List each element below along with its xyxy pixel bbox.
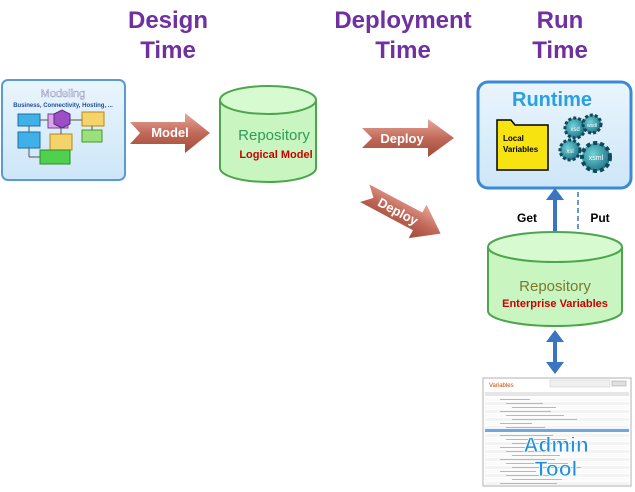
admin-tool-row xyxy=(485,398,629,402)
put-label: Put xyxy=(590,211,609,225)
design-time-line2: Time xyxy=(140,37,196,64)
repository-enterprise-title: Repository xyxy=(519,278,591,295)
admin-tool-rows xyxy=(485,398,629,486)
gear-label-xsd: xsd xyxy=(570,127,579,133)
admin-tool-row xyxy=(485,458,629,462)
admin-tool-row xyxy=(485,402,629,406)
admin-tool-row-text xyxy=(506,403,543,404)
run-time-line1: Run xyxy=(536,7,584,34)
admin-tool-row xyxy=(485,450,629,454)
deploy-arrow-top: Deploy xyxy=(362,119,454,157)
admin-tool-label-line2: Tool xyxy=(535,458,578,481)
admin-tool-row xyxy=(485,474,629,478)
model-arrow: Model xyxy=(130,113,210,153)
repository-enterprise-subtitle: Enterprise Variables xyxy=(502,298,608,310)
admin-tool-row-text xyxy=(506,463,568,464)
admin-tool-row-text xyxy=(506,451,547,452)
admin-link-arrow xyxy=(546,330,564,374)
runtime-title: Runtime xyxy=(512,89,592,111)
admin-tool-row xyxy=(485,470,629,474)
gear-label-xsml: xsml xyxy=(589,155,604,162)
runtime-box: Runtime Local Variables xsd wsdl xsl xsm… xyxy=(476,80,633,190)
design-time-heading: Design Time xyxy=(108,6,228,66)
admin-tool-row-text xyxy=(512,443,579,444)
admin-tool-row xyxy=(485,446,629,450)
get-label: Get xyxy=(517,211,537,225)
flowchart-icon xyxy=(17,109,105,165)
deployment-time-line2: Time xyxy=(375,37,431,64)
admin-tool-row-text xyxy=(500,399,530,400)
admin-tool-label-line1: Admin xyxy=(523,434,588,457)
admin-tool-window: Variables Admin Tool xyxy=(482,377,632,487)
admin-tool-row-text xyxy=(500,459,555,460)
admin-tool-row-text xyxy=(500,423,532,424)
design-time-line1: Design xyxy=(127,7,208,34)
get-arrow: Get xyxy=(517,188,564,238)
admin-tool-window-title: Variables xyxy=(489,383,514,389)
deploy-arrow-top-shape xyxy=(362,119,454,157)
admin-tool-row-text xyxy=(500,483,557,484)
deploy-arrow-bottom: Deploy xyxy=(359,184,441,239)
run-time-line2: Time xyxy=(532,37,588,64)
admin-tool-row-text xyxy=(500,471,536,472)
admin-tool-row-text xyxy=(512,407,556,408)
admin-tool-row-text xyxy=(500,447,534,448)
admin-tool-row-text xyxy=(506,475,549,476)
repository-enterprise-cylinder: Repository Enterprise Variables xyxy=(487,231,623,327)
deploy-arrow-top-label: Deploy xyxy=(380,131,424,146)
modeling-box: Modeling Business, Connectivity, Hosting… xyxy=(1,79,126,181)
admin-tool-row-text xyxy=(506,415,564,416)
deployment-time-heading: Deployment Time xyxy=(318,6,488,66)
modeling-subtitle: Business, Connectivity, Hosting, ... xyxy=(13,103,113,109)
admin-tool-row-text xyxy=(512,455,560,456)
gear-icon-xsl: xsl xyxy=(558,138,582,162)
admin-tool-row-text xyxy=(506,439,566,440)
gear-icon-xsml: xsml xyxy=(580,141,612,173)
admin-tool-row-text xyxy=(506,427,545,428)
modeling-title: Modeling xyxy=(41,88,86,100)
admin-tool-row xyxy=(485,410,629,414)
folder-label-line2: Variables xyxy=(503,145,539,154)
admin-tool-row-text xyxy=(500,411,551,412)
repository-logical-cylinder: Repository Logical Model xyxy=(219,85,317,183)
admin-tool-row xyxy=(485,426,629,430)
admin-tool-row-text xyxy=(500,435,553,436)
admin-tool-row xyxy=(485,406,629,410)
model-arrow-label: Model xyxy=(151,125,189,140)
admin-tool-row xyxy=(485,422,629,426)
admin-tool-row-text xyxy=(512,467,581,468)
repository-logical-title: Repository xyxy=(238,127,310,144)
gear-label-xsl: xsl xyxy=(566,149,573,155)
folder-label-line1: Local xyxy=(503,134,524,143)
admin-tool-row xyxy=(485,434,629,438)
repository-logical-subtitle: Logical Model xyxy=(239,149,312,161)
run-time-heading: Run Time xyxy=(510,6,610,66)
admin-tool-row-text xyxy=(512,479,562,480)
folder-icon: Local Variables xyxy=(496,119,549,171)
admin-tool-row-text xyxy=(512,419,577,420)
gear-icon-wsdl: wsdl xyxy=(581,113,603,135)
deploy-arrow-bottom-shape xyxy=(359,184,441,239)
model-arrow-shape xyxy=(130,113,210,153)
gear-label-wsdl: wsdl xyxy=(587,123,597,129)
modeling-box-frame xyxy=(1,79,126,181)
deployment-time-line1: Deployment xyxy=(334,7,472,34)
